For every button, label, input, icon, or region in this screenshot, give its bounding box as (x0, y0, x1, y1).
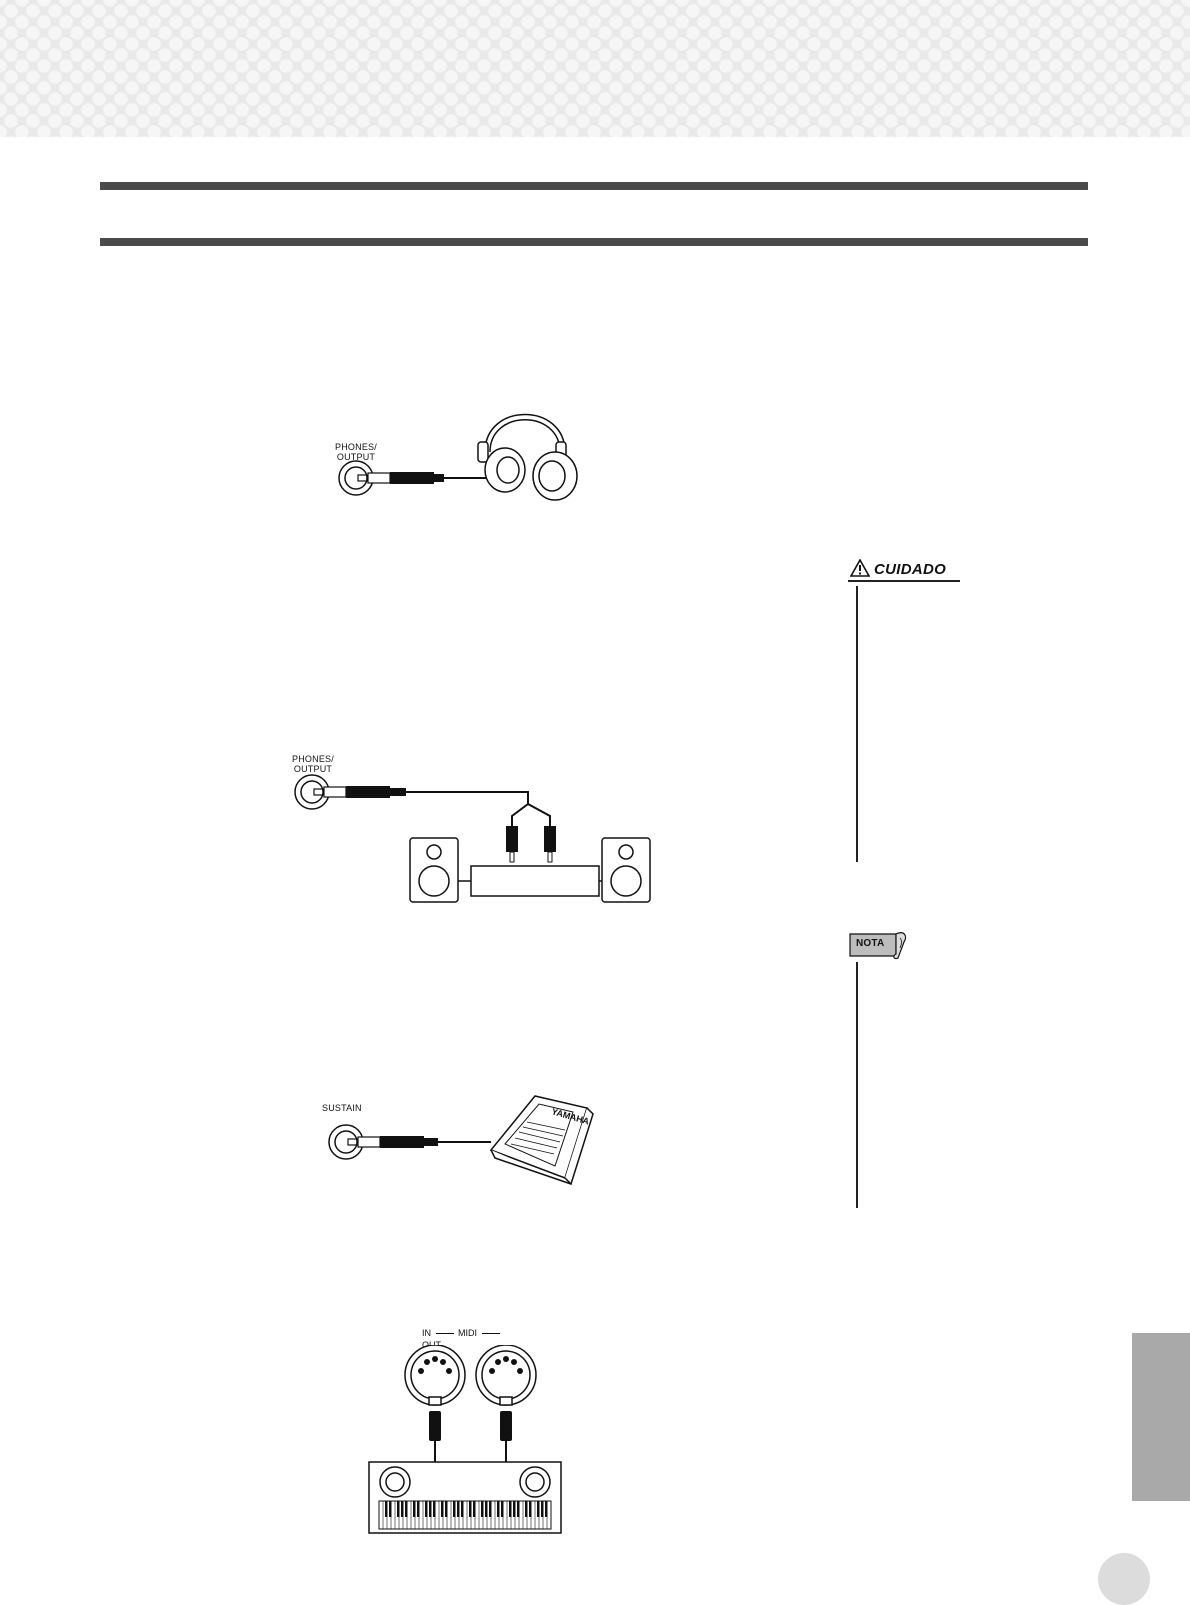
keyboard-instrument-icon (368, 1461, 562, 1534)
section-rule-top (100, 182, 1088, 190)
sustain-label: SUSTAIN (322, 1103, 362, 1113)
midi-diagram (368, 1345, 562, 1534)
caution-header: CUIDADO (848, 558, 960, 582)
note-side-line (856, 962, 858, 1208)
speaker-left-icon (409, 837, 459, 903)
speaker-right-icon (601, 837, 651, 903)
phones-output-label-2: PHONES/ OUTPUT (292, 754, 334, 774)
section-rule-bottom (100, 238, 1088, 246)
phones-output-label-1: PHONES/ OUTPUT (335, 442, 377, 462)
midi-out-port-icon (475, 1345, 537, 1406)
headphones-diagram (338, 413, 578, 501)
speakers-diagram (294, 774, 651, 903)
amplifier-box (470, 865, 600, 897)
midi-label-row: IN MIDI OUT (422, 1327, 522, 1350)
caution-side-line (856, 586, 858, 862)
pedal-diagram: YAMAHA (328, 1095, 594, 1186)
chapter-tab (1132, 1333, 1190, 1501)
dash-left (435, 1333, 454, 1335)
note-label: NOTA (856, 938, 885, 949)
caution-label: CUIDADO (874, 561, 947, 578)
midi-label: MIDI (458, 1328, 478, 1338)
page-number-circle (1098, 1553, 1150, 1605)
plug (347, 1136, 438, 1148)
note-header: NOTA (848, 930, 910, 960)
plug (357, 472, 444, 484)
dash-right (481, 1333, 500, 1335)
keyboard-black-keys (385, 1501, 548, 1517)
dotted-header-band (0, 0, 1190, 137)
rca-plugs (506, 826, 556, 863)
midi-in-label: IN (422, 1328, 431, 1338)
note-scroll-icon (849, 932, 907, 960)
warning-triangle-icon (850, 559, 870, 577)
y-cable (406, 791, 551, 826)
sustain-pedal-icon (489, 1095, 594, 1186)
plug (313, 786, 406, 798)
midi-cables (429, 1411, 512, 1462)
headphones-icon (477, 413, 578, 501)
midi-in-port-icon (404, 1345, 466, 1406)
